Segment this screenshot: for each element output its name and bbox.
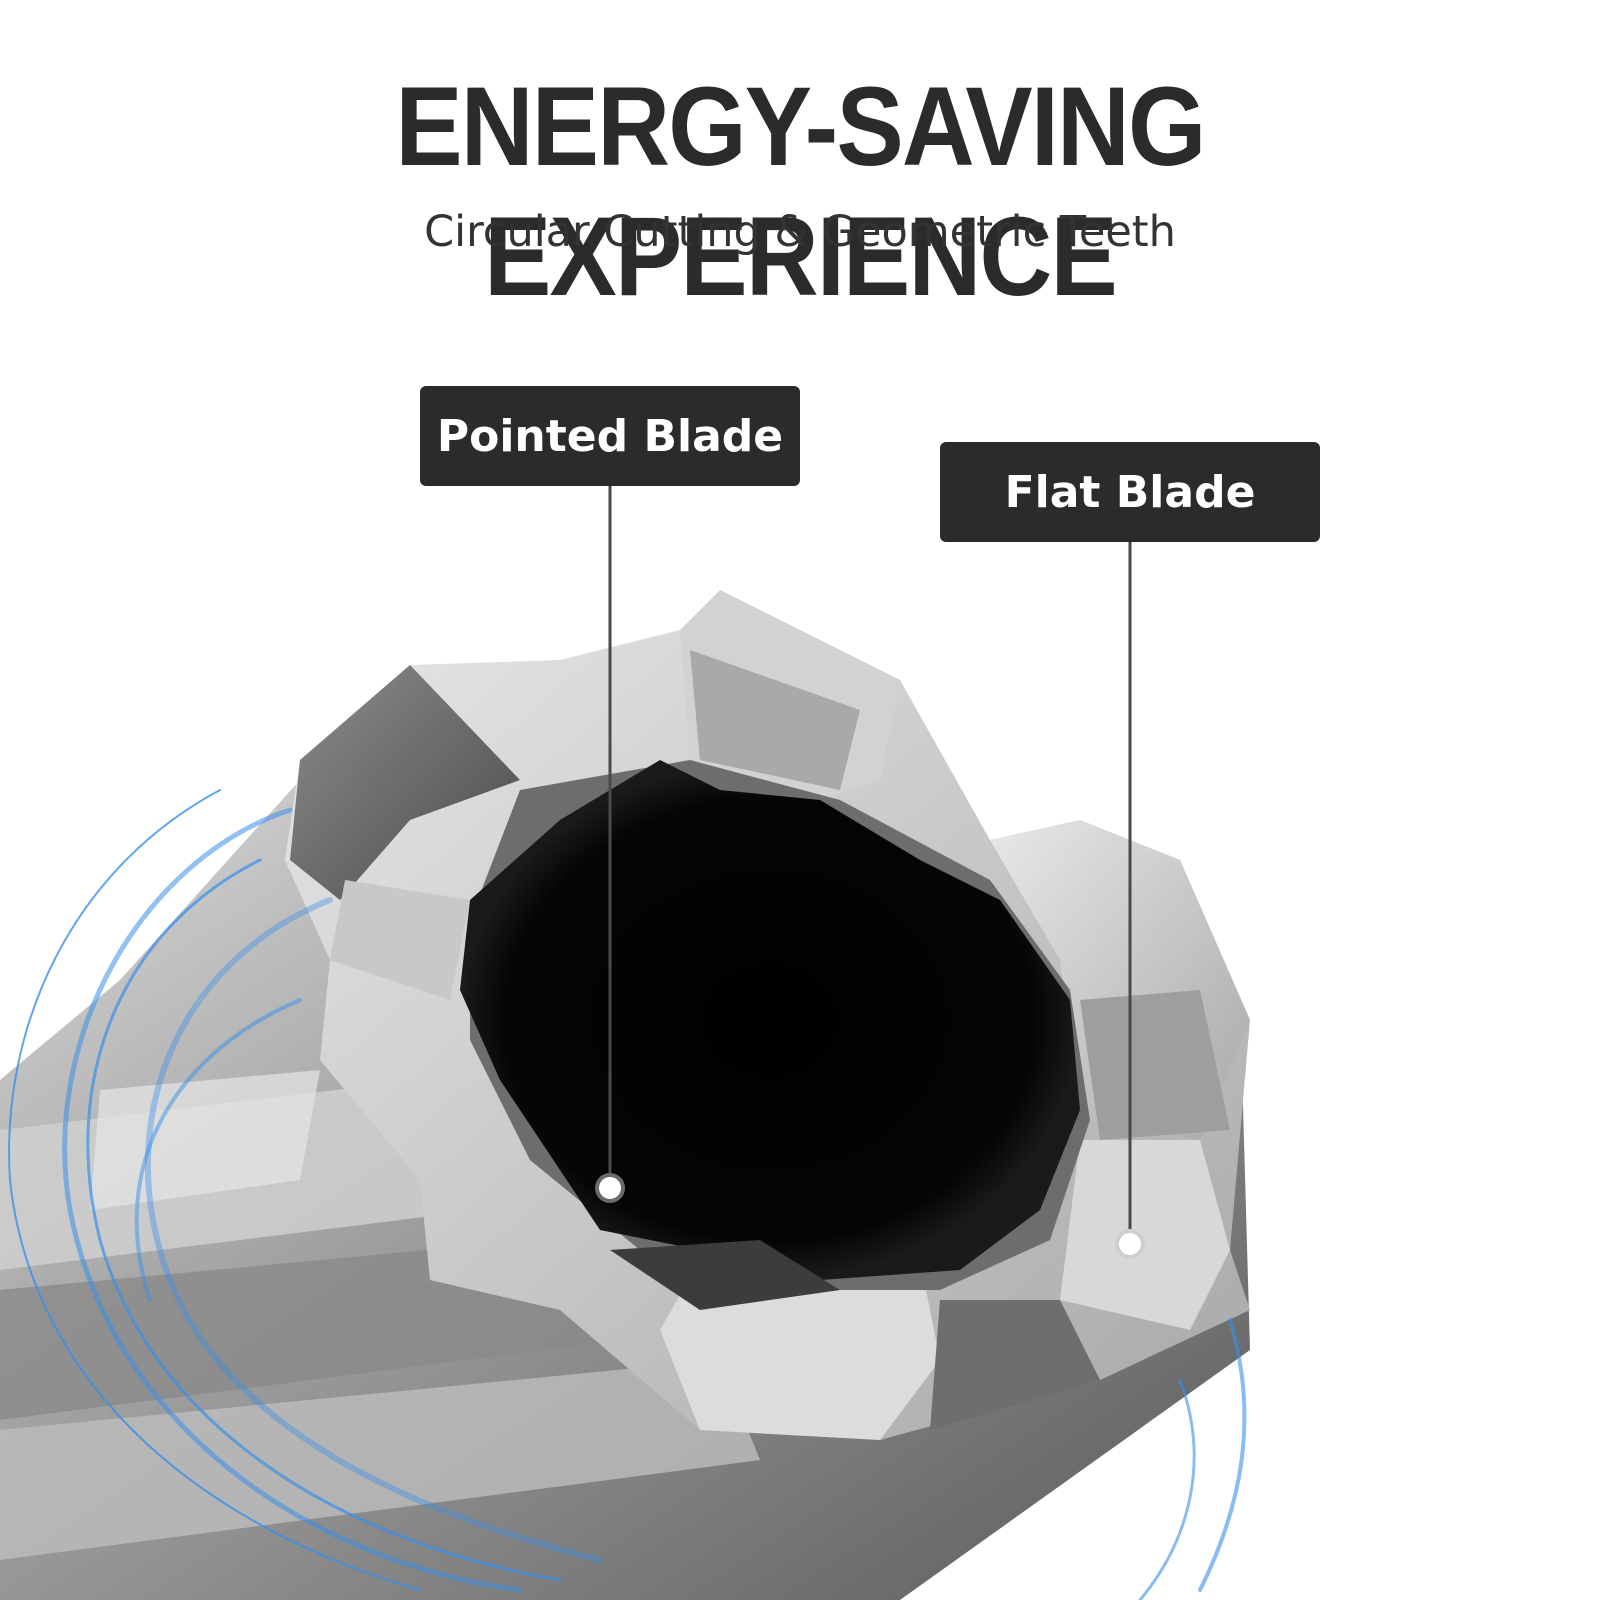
- flat-blade-callout: Flat Blade: [940, 442, 1320, 542]
- subheadline: Circular Cutting & Geometric Teeth: [424, 207, 1176, 257]
- hollow-core: [460, 760, 1080, 1280]
- pointed-blade-callout: Pointed Blade: [420, 386, 800, 486]
- pointed-blade-dot: [595, 1173, 625, 1203]
- headline: ENERGY-SAVING EXPERIENCE: [395, 64, 1206, 319]
- motion-swirl: [8, 789, 1247, 1600]
- flat-blade-dot: [1115, 1229, 1145, 1259]
- inner-shadow: [610, 1240, 840, 1310]
